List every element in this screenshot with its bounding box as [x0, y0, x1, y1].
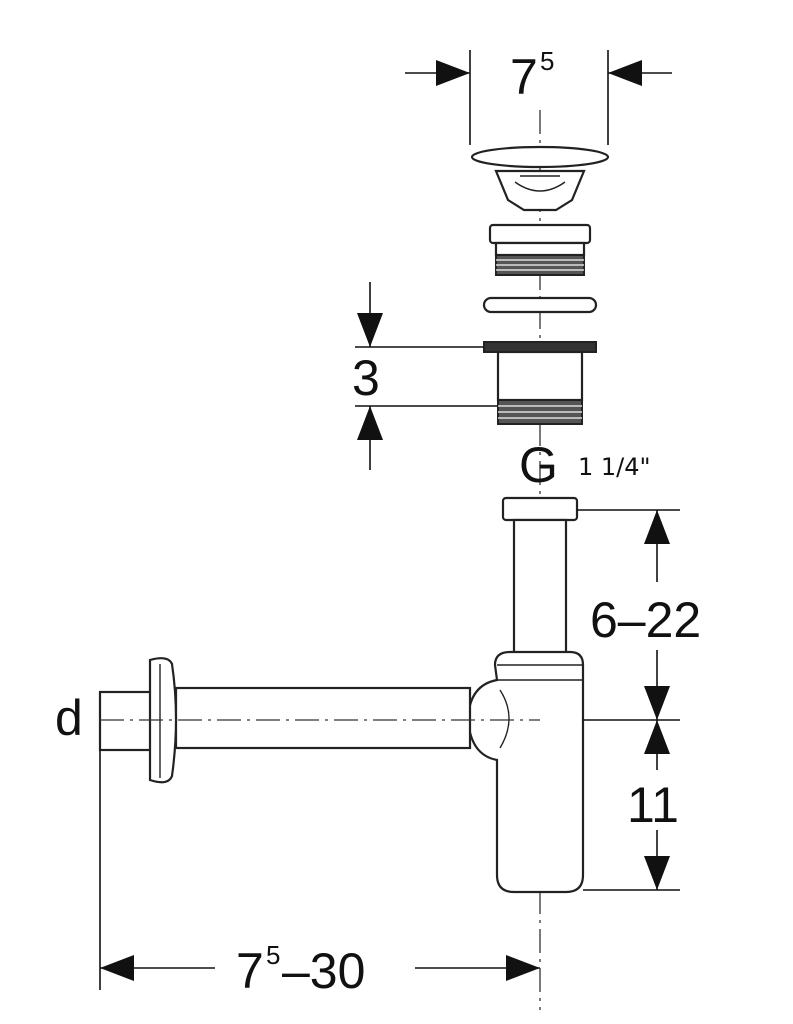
tube-height-dimension: 6–22: [577, 509, 701, 721]
top-width-dimension: 7 5: [405, 46, 672, 145]
seal-height-dimension: 3: [352, 282, 498, 470]
siphon-bottle: [466, 650, 585, 894]
bottle-height-label: 11: [627, 777, 679, 833]
wall-distance-rest: –30: [282, 943, 365, 999]
outlet-pipe: [98, 686, 472, 752]
nut-part: [483, 341, 597, 425]
wall-distance-main: 7: [236, 943, 264, 999]
outlet-diameter-label: d: [55, 690, 83, 746]
thread-size-label: 1 1/4": [578, 453, 651, 481]
thread-letter: G: [519, 437, 558, 493]
tube-height-label: 6–22: [590, 592, 701, 648]
seal-height-label: 3: [352, 350, 380, 406]
bottle-height-dimension: 11: [583, 720, 680, 891]
siphon-vertical-tube: [501, 496, 579, 655]
drain-plug-body-threaded: [488, 223, 592, 276]
drain-plug-cap: [470, 145, 610, 212]
seal-ring: [482, 296, 598, 314]
wall-distance-superscript: 5: [266, 940, 280, 970]
top-width-superscript: 5: [540, 46, 554, 76]
wall-distance-dimension: 7 5 –30: [99, 750, 540, 999]
top-width-label: 7: [510, 49, 538, 105]
